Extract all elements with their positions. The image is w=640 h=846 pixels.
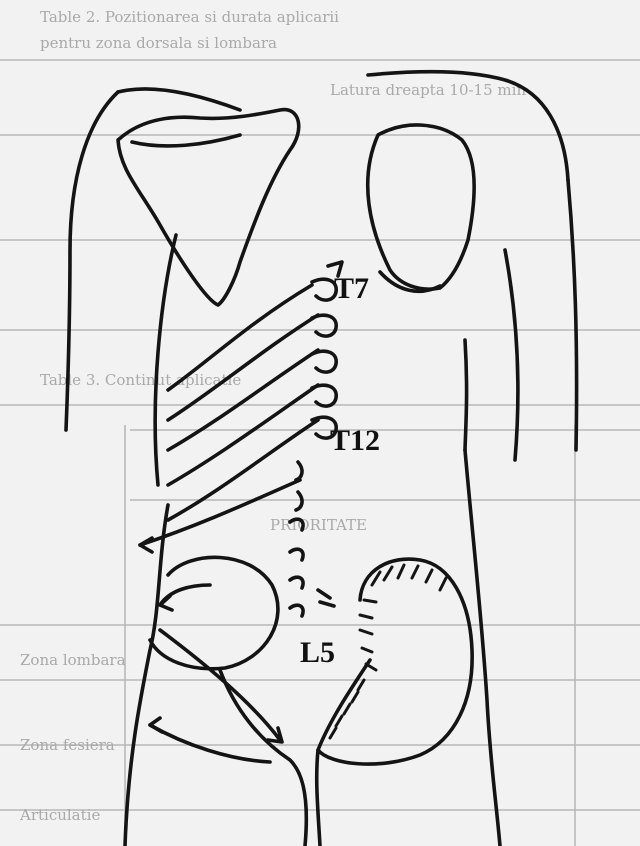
fan-arrow bbox=[426, 570, 432, 582]
label-l5: L5 bbox=[300, 636, 335, 669]
ghost-text-line: Table 3. Continut aplicatie bbox=[40, 371, 241, 389]
gluteal-arrow-fan bbox=[330, 565, 446, 738]
left-scapula-spine bbox=[132, 135, 240, 146]
spine-tick bbox=[318, 590, 330, 598]
right-arm-outline bbox=[568, 180, 577, 450]
left-flank bbox=[125, 505, 168, 846]
spine-tick bbox=[296, 462, 302, 480]
fan-arrow bbox=[364, 600, 376, 602]
arrow-head bbox=[160, 596, 172, 610]
ghost-text-line: Latura dreapta 10-15 min bbox=[330, 81, 526, 99]
spine-tick bbox=[290, 549, 303, 560]
left-scapula bbox=[118, 110, 299, 305]
spine-tick bbox=[320, 602, 334, 606]
fan-arrow bbox=[344, 704, 350, 714]
spine-curl bbox=[312, 315, 336, 336]
right-scapula bbox=[368, 125, 474, 289]
arrow-head bbox=[140, 538, 152, 552]
spine-tick bbox=[290, 577, 303, 588]
fan-arrow bbox=[358, 680, 364, 690]
fan-arrow bbox=[412, 566, 418, 578]
ghost-text-line: Articulatie bbox=[19, 806, 100, 824]
spine-tick bbox=[296, 492, 302, 510]
left-shoulder-line bbox=[118, 89, 240, 110]
spine-curl bbox=[312, 385, 336, 406]
fan-arrow bbox=[384, 567, 392, 580]
left-gluteal-arrow bbox=[160, 585, 210, 605]
label-t7: T7 bbox=[334, 272, 369, 305]
label-t12: T12 bbox=[330, 424, 380, 457]
left-gluteal-loop bbox=[150, 557, 278, 668]
spine-curl bbox=[312, 351, 336, 372]
arrow-head bbox=[150, 718, 162, 732]
fan-arrow bbox=[360, 615, 372, 618]
ghost-text-line: Zona lombara bbox=[20, 651, 126, 669]
ghost-text-line: Zona fesiera bbox=[20, 736, 115, 754]
spine-tick bbox=[290, 605, 303, 616]
spine-curl bbox=[312, 279, 336, 300]
fan-arrow bbox=[398, 565, 404, 578]
ghost-text-line: PRIORITATE bbox=[270, 516, 367, 534]
right-gluteal-loop bbox=[318, 559, 472, 764]
fan-arrow bbox=[330, 728, 336, 738]
background-print: Table 2. Pozitionarea si durata aplicari… bbox=[0, 8, 640, 846]
fan-arrow bbox=[440, 578, 446, 590]
left-thigh-arrow bbox=[150, 725, 270, 762]
gluteal-region bbox=[150, 557, 472, 846]
ghost-text-line: pentru zona dorsala si lombara bbox=[40, 34, 277, 52]
body-outline bbox=[66, 72, 577, 846]
right-inner-arm bbox=[505, 250, 518, 460]
right-gluteal-lower bbox=[317, 750, 320, 846]
fan-arrow bbox=[336, 716, 342, 726]
ghost-text-line: Table 2. Pozitionarea si durata aplicari… bbox=[40, 8, 339, 26]
right-scapula-inner bbox=[380, 272, 440, 291]
fan-arrow bbox=[362, 648, 372, 652]
right-back-boundary bbox=[465, 340, 467, 450]
fan-arrow bbox=[360, 630, 372, 634]
fan-arrow bbox=[352, 692, 358, 702]
scapulae bbox=[118, 110, 474, 305]
